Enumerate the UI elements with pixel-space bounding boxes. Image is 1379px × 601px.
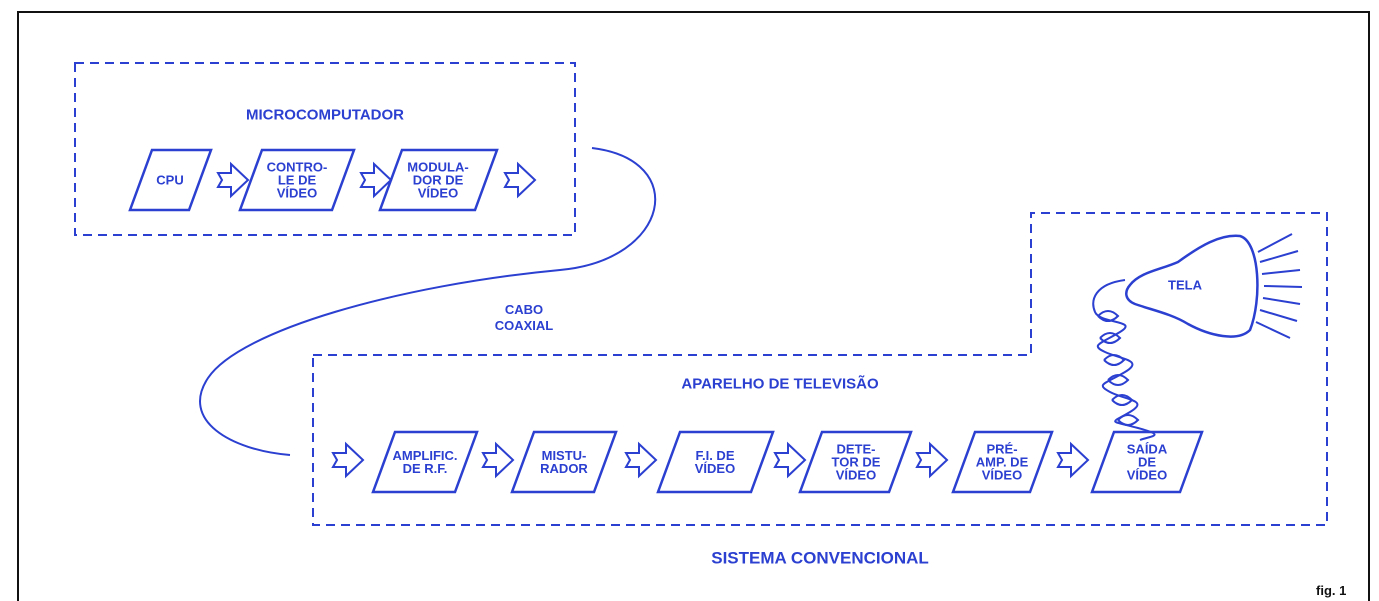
tv-block-detetor <box>798 430 913 494</box>
arrow-icon <box>331 441 365 479</box>
tv-block-label: DETE- TOR DE VÍDEO <box>831 441 881 483</box>
microcomputador-boundary <box>74 62 576 236</box>
arrow-icon <box>216 161 250 199</box>
arrow-icon <box>624 441 658 479</box>
screen-rays <box>1255 233 1303 339</box>
micro-block-cpu <box>128 148 213 212</box>
tv-block-preamp <box>951 430 1054 494</box>
micro-block-label: CPU <box>156 172 184 188</box>
tv-block-saida <box>1090 430 1204 494</box>
arrow-icon <box>1056 441 1090 479</box>
tv-block-amplific <box>371 430 479 494</box>
aparelho-tv-title: APARELHO DE TELEVISÃO <box>681 375 879 393</box>
arrow-icon <box>773 441 807 479</box>
tela-tube-icon <box>1125 234 1259 338</box>
micro-block-modulador <box>378 148 499 212</box>
tv-block-label: F.I. DE VÍDEO <box>694 448 736 476</box>
figure-number: fig. 1 <box>1316 583 1347 598</box>
tv-block-label: MISTU- RADOR <box>540 448 588 476</box>
arrow-icon <box>915 441 949 479</box>
figure-frame <box>17 11 1370 601</box>
tela-label: TELA <box>1168 277 1202 293</box>
tv-block-label: PRÉ- AMP. DE VÍDEO <box>975 441 1029 483</box>
coil-loops <box>1097 310 1140 426</box>
cabo-coaxial-label: CABO COAXIAL <box>494 301 554 333</box>
micro-block-controle <box>238 148 356 212</box>
microcomputador-title: MICROCOMPUTADOR <box>245 106 405 124</box>
sistema-convencional-title: SISTEMA CONVENCIONAL <box>711 548 929 568</box>
tv-system-boundary <box>312 212 1328 526</box>
tv-block-label: SAÍDA DE VÍDEO <box>1126 441 1168 483</box>
arrow-icon <box>503 161 537 199</box>
arrow-icon <box>481 441 515 479</box>
coil-wire <box>1092 279 1156 441</box>
tv-block-fi <box>656 430 775 494</box>
micro-block-label: MODULA- DOR DE VÍDEO <box>407 159 469 201</box>
arrow-icon <box>359 161 393 199</box>
coaxial-cable <box>199 147 657 456</box>
tv-block-misturador <box>510 430 618 494</box>
tv-block-label: AMPLIFIC. DE R.F. <box>392 448 458 476</box>
micro-block-label: CONTRO- LE DE VÍDEO <box>266 159 328 201</box>
